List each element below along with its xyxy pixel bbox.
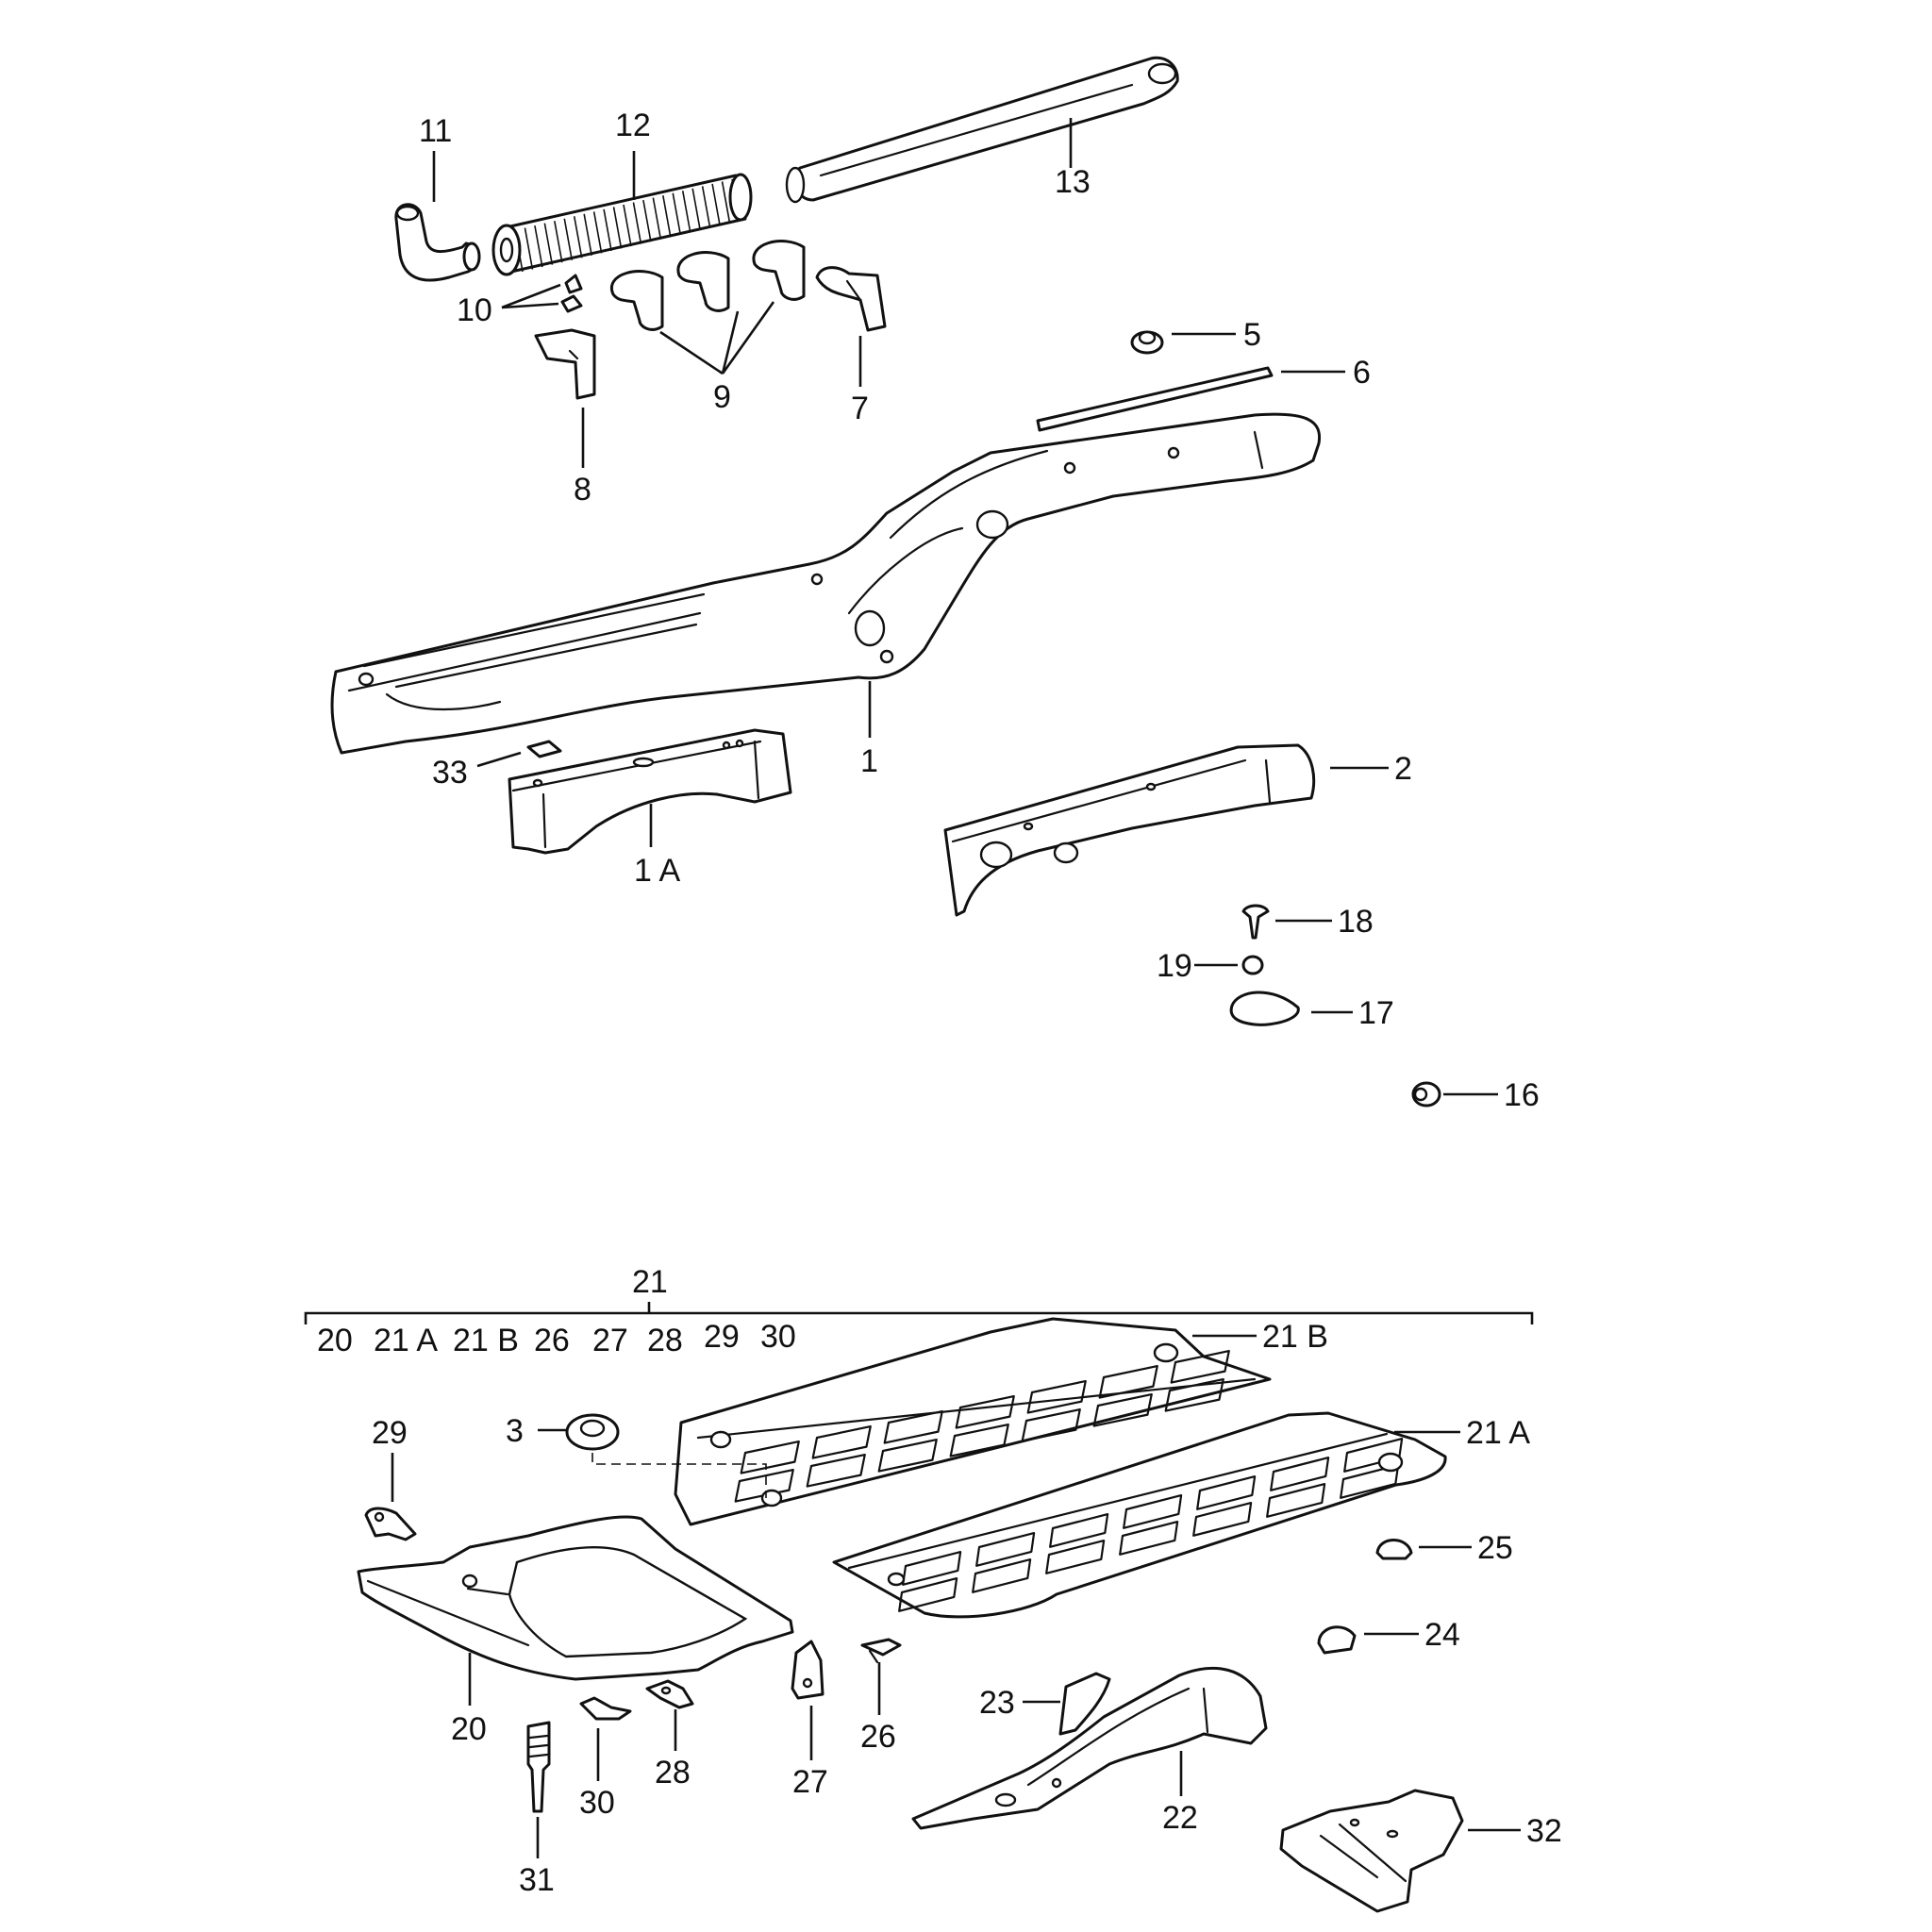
group-21-member-21A: 21 A xyxy=(374,1323,438,1358)
part-29-clip xyxy=(364,1507,417,1541)
part-27-bracket xyxy=(791,1640,824,1700)
callout-19: 19 xyxy=(1157,948,1192,984)
callout-22: 22 xyxy=(1162,1800,1198,1836)
group-21-member-30: 30 xyxy=(760,1319,796,1355)
callout-27: 27 xyxy=(792,1764,828,1800)
callout-3: 3 xyxy=(506,1413,524,1449)
group-21-bracket xyxy=(304,1302,1534,1324)
part-21B-floor-panel xyxy=(674,1317,1272,1526)
callout-24: 24 xyxy=(1424,1617,1460,1653)
callout-11: 11 xyxy=(419,113,452,149)
callout-1A: 1 A xyxy=(634,853,680,889)
part-16-grommet xyxy=(1411,1081,1441,1108)
callout-31: 31 xyxy=(519,1862,555,1898)
group-21-member-27: 27 xyxy=(592,1323,628,1358)
callout-23: 23 xyxy=(979,1685,1015,1721)
part-18-screw xyxy=(1241,904,1270,940)
group-21-member-26: 26 xyxy=(534,1323,570,1358)
group-21-member-21B: 21 B xyxy=(453,1323,519,1358)
callout-12: 12 xyxy=(615,108,651,143)
callout-9: 9 xyxy=(713,379,731,415)
group-21-member-28: 28 xyxy=(647,1323,683,1358)
part-19-nut xyxy=(1241,955,1264,975)
part-30-clip xyxy=(579,1696,632,1721)
callout-13: 13 xyxy=(1055,164,1091,200)
callout-32: 32 xyxy=(1526,1813,1562,1849)
part-17-cover xyxy=(1229,991,1300,1026)
part-10-clips xyxy=(560,274,583,313)
callout-33: 33 xyxy=(432,755,468,791)
callout-26: 26 xyxy=(860,1719,896,1755)
callout-6: 6 xyxy=(1353,355,1371,391)
part-11-elbow-hose xyxy=(394,203,481,282)
part-2-side-member xyxy=(943,743,1316,917)
callout-7: 7 xyxy=(851,391,869,426)
part-6-strip xyxy=(1036,366,1274,432)
callout-17: 17 xyxy=(1358,995,1394,1031)
part-24-cap xyxy=(1317,1625,1357,1655)
callout-18: 18 xyxy=(1338,904,1374,940)
group-21-member-20: 20 xyxy=(317,1323,353,1358)
group-21-member-29: 29 xyxy=(704,1319,740,1355)
part-32-plate xyxy=(1279,1789,1464,1913)
callout-20: 20 xyxy=(451,1711,487,1747)
part-31-stud xyxy=(526,1721,551,1813)
part-1-main-member xyxy=(330,412,1322,755)
part-26-clip xyxy=(860,1638,902,1664)
part-12-corrugated-hose xyxy=(491,173,753,276)
callout-5: 5 xyxy=(1243,317,1261,353)
part-7-bracket xyxy=(815,266,887,332)
part-33-plate xyxy=(526,740,562,758)
callout-16: 16 xyxy=(1504,1077,1540,1113)
part-28-clip xyxy=(645,1679,694,1709)
callout-8: 8 xyxy=(574,472,591,508)
callout-28: 28 xyxy=(655,1755,691,1790)
part-8-bracket xyxy=(534,328,596,400)
part-1A-reinforcement xyxy=(508,728,792,855)
callout-10: 10 xyxy=(457,292,492,328)
part-5-nut xyxy=(1130,330,1164,355)
callout-21A: 21 A xyxy=(1466,1415,1530,1451)
part-22-crossmember xyxy=(911,1666,1268,1830)
part-3-plug xyxy=(565,1413,620,1451)
callout-30: 30 xyxy=(579,1785,615,1821)
group-21-title: 21 xyxy=(632,1264,668,1300)
callout-21B: 21 B xyxy=(1262,1319,1328,1355)
callout-25: 25 xyxy=(1477,1530,1513,1566)
callout-1: 1 xyxy=(860,743,878,779)
part-21A-floor-panel xyxy=(832,1411,1447,1619)
callout-2: 2 xyxy=(1394,751,1412,787)
part-25-cap xyxy=(1375,1539,1413,1560)
callout-29: 29 xyxy=(372,1415,408,1451)
part-20-frame xyxy=(357,1515,794,1681)
part-13-tube xyxy=(785,56,1179,204)
part-9-clamps xyxy=(609,240,806,331)
part-23-bracket xyxy=(1058,1672,1111,1736)
